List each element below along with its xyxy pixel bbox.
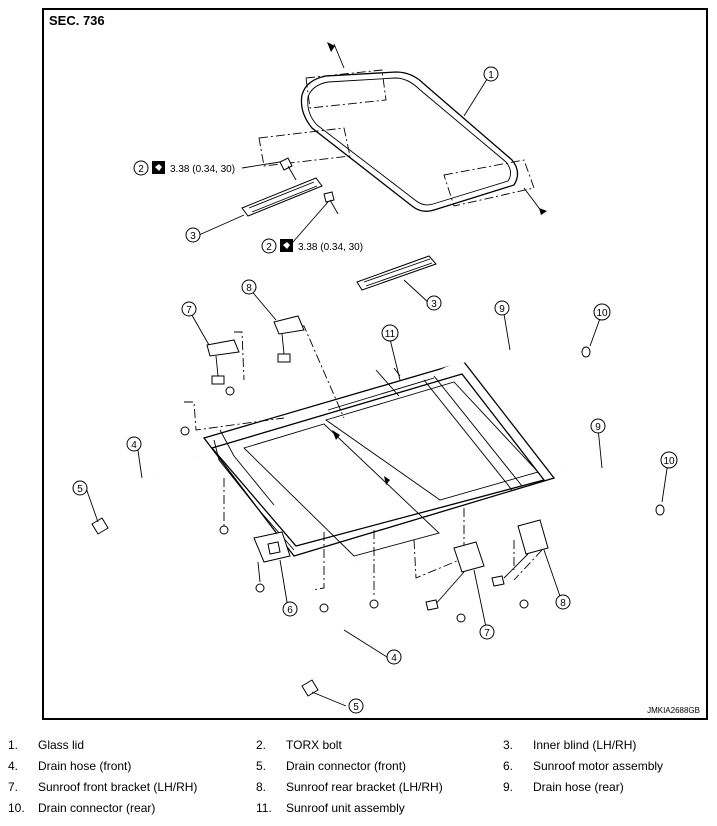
callout-2: 2: [133, 160, 149, 176]
svg-text:3: 3: [190, 231, 196, 242]
legend-row: 1.Glass lid 2.TORX bolt 3.Inner blind (L…: [8, 738, 637, 752]
legend-row: 10.Drain connector (rear) 11.Sunroof uni…: [8, 801, 405, 815]
svg-text:6: 6: [287, 605, 293, 616]
svg-text:3: 3: [431, 299, 437, 310]
callout-5: 5: [72, 480, 88, 496]
svg-text:5: 5: [353, 702, 359, 713]
drain-hose-rear-upper: [437, 348, 575, 373]
svg-text:10: 10: [663, 456, 675, 467]
exploded-view-diagram: 2 3.38 (0.34, 30) 2 3.38 (0.34, 30) 1 3 …: [72, 42, 678, 714]
torque-callout-upper: 2 3.38 (0.34, 30): [133, 160, 235, 176]
callout-7: 7: [479, 624, 495, 640]
callout-11: 11: [381, 324, 399, 342]
section-label: SEC. 736: [49, 13, 105, 28]
drain-hose-front-left: [103, 457, 195, 521]
inner-blind-lower: [356, 255, 437, 291]
legend-row: 7.Sunroof front bracket (LH/RH) 8.Sunroo…: [8, 780, 624, 794]
callout-3: 3: [185, 227, 201, 243]
torque-value: 3.38 (0.34, 30): [298, 242, 363, 253]
front-bracket-left: [206, 339, 240, 385]
front-bracket-right: [425, 541, 485, 611]
svg-text:11: 11: [385, 329, 396, 340]
glass-lid: [258, 42, 547, 215]
arrow-head-icon: [539, 208, 547, 215]
nuts: [180, 386, 529, 623]
callout-9: 9: [590, 418, 606, 434]
svg-text:7: 7: [186, 305, 192, 316]
callout-5: 5: [348, 698, 364, 714]
svg-text:7: 7: [484, 628, 490, 639]
rear-bracket-left: [273, 315, 305, 363]
torx-bolt-lower: [323, 191, 339, 215]
torx-bolt-upper: [279, 157, 297, 181]
rear-bracket-right: [491, 519, 549, 587]
svg-text:5: 5: [77, 484, 83, 495]
callout-1: 1: [483, 66, 499, 82]
torque-callout-lower: 2 3.38 (0.34, 30): [261, 238, 363, 254]
drain-hose-front-right: [313, 563, 359, 679]
svg-text:4: 4: [131, 440, 137, 451]
callout-7: 7: [181, 301, 197, 317]
callout-3: 3: [426, 295, 442, 311]
svg-text:2: 2: [266, 242, 272, 253]
svg-text:4: 4: [391, 653, 397, 664]
arrow-head-icon: [384, 476, 390, 485]
callout-6: 6: [282, 601, 298, 617]
inner-blind-upper: [241, 177, 323, 217]
svg-text:10: 10: [596, 308, 608, 319]
sunroof-unit-frame: [202, 361, 556, 557]
callout-8: 8: [555, 594, 571, 610]
callout-4: 4: [126, 436, 142, 452]
svg-text:9: 9: [499, 304, 505, 315]
svg-text:8: 8: [560, 598, 566, 609]
torque-value: 3.38 (0.34, 30): [170, 164, 235, 175]
callout-10: 10: [660, 451, 678, 469]
arrow-head-icon: [332, 430, 340, 440]
svg-text:1: 1: [488, 70, 494, 81]
drain-connectors: [91, 346, 665, 697]
drain-hose-rear-lower: [563, 465, 657, 509]
callout-9: 9: [494, 300, 510, 316]
svg-text:8: 8: [246, 283, 252, 294]
arrow-head-icon: [327, 42, 335, 52]
svg-text:9: 9: [595, 422, 601, 433]
image-code: JMKIA2688GB: [647, 706, 700, 715]
parts-legend: 1.Glass lid 2.TORX bolt 3.Inner blind (L…: [8, 738, 708, 822]
callout-8: 8: [241, 279, 257, 295]
callout-4: 4: [386, 649, 402, 665]
svg-text:2: 2: [138, 164, 144, 175]
legend-row: 4.Drain hose (front) 5.Drain connector (…: [8, 759, 664, 773]
callout-2: 2: [261, 238, 277, 254]
mounting-lines: [184, 325, 543, 596]
diagram-frame: SEC. 736: [42, 8, 708, 720]
sunroof-motor-assembly: [253, 531, 291, 583]
callout-10: 10: [593, 303, 611, 321]
